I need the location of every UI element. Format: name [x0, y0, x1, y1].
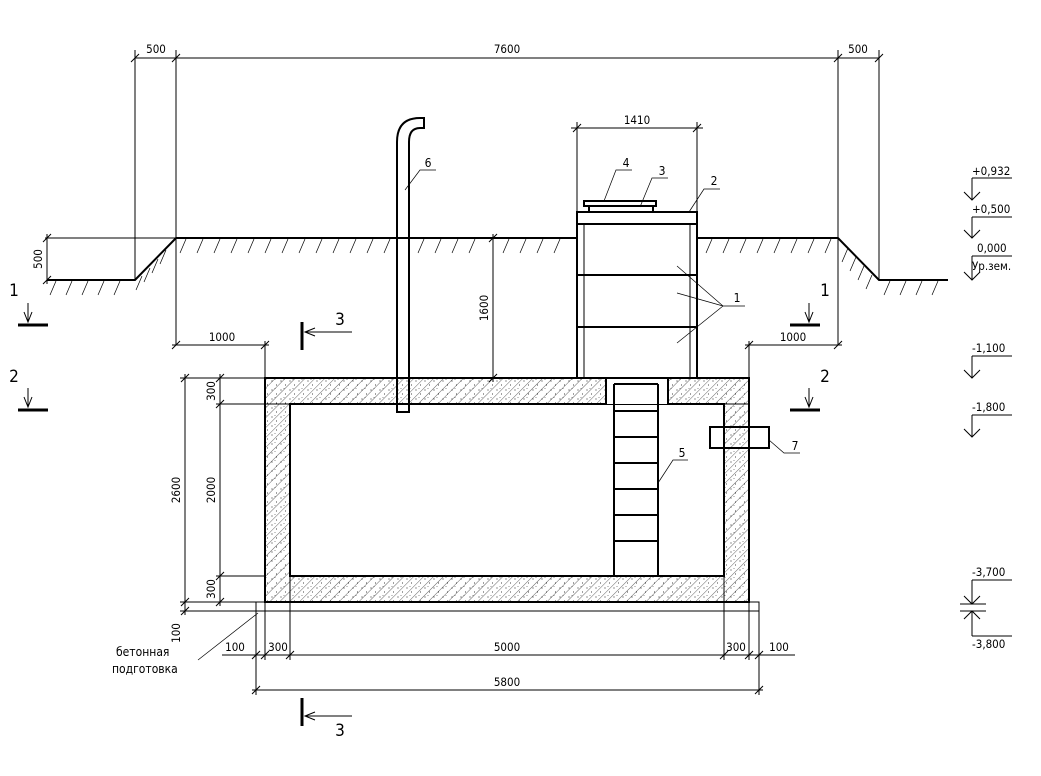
- elevation-plus-0500: +0,500: [972, 202, 1010, 216]
- section-2-left: 2: [9, 367, 19, 387]
- base-label-line1: бетонная: [116, 645, 169, 659]
- dim-inner-height: 2000: [204, 477, 218, 503]
- vent-pipe: [396, 117, 425, 413]
- ground-level-label: Ур.зем.: [972, 259, 1011, 273]
- callout-4: 4: [623, 156, 630, 170]
- dim-overall-width: 5800: [494, 675, 520, 689]
- wall-hatching: [265, 378, 749, 602]
- dim-top-left: 500: [146, 42, 166, 56]
- dim-pit-depth: 500: [31, 249, 45, 269]
- elevation-plus-0932: +0,932: [972, 164, 1010, 178]
- base-label-line2: подготовка: [112, 662, 178, 676]
- manhole-shaft: [576, 200, 698, 379]
- support-ring: [576, 211, 698, 225]
- callout-2: 2: [711, 174, 718, 188]
- section-3-top: 3: [335, 310, 345, 330]
- dim-top-total: 7600: [494, 42, 520, 56]
- callout-3: 3: [659, 164, 666, 178]
- ladder: [613, 383, 659, 576]
- dim-floor-slab: 300: [204, 579, 218, 599]
- dimension-lines: [42, 50, 884, 695]
- section-2-right: 2: [820, 367, 830, 387]
- callout-1: 1: [734, 291, 741, 305]
- elevation-minus-1800: -1,800: [972, 400, 1005, 414]
- dim-bottom-left-offset: 100: [225, 640, 245, 654]
- elevation-minus-3800: -3,800: [972, 637, 1005, 651]
- tank-inner-chamber: [289, 403, 725, 577]
- callout-6: 6: [425, 156, 432, 170]
- dim-riser-height: 1600: [477, 295, 491, 321]
- dim-base-thickness: 100: [169, 623, 183, 643]
- section-3-bottom: 3: [335, 721, 345, 741]
- dim-bottom-right-offset: 100: [769, 640, 789, 654]
- dim-inner-width: 5000: [494, 640, 520, 654]
- section-markers: [18, 303, 820, 726]
- callout-7: 7: [792, 439, 799, 453]
- concrete-base: [255, 601, 760, 612]
- dim-bottom-right-wall: 300: [726, 640, 746, 654]
- elevation-minus-3700: -3,700: [972, 565, 1005, 579]
- dim-total-height: 2600: [169, 477, 183, 503]
- dim-top-right: 500: [848, 42, 868, 56]
- callout-leaders: [404, 169, 800, 484]
- dim-offset-right: 1000: [780, 330, 806, 344]
- elevation-minus-1100: -1,100: [972, 341, 1005, 355]
- ground-line: [47, 237, 948, 296]
- dim-roof-slab: 300: [204, 381, 218, 401]
- tank-structure: [255, 377, 760, 612]
- dim-tank-width: 1410: [624, 113, 650, 127]
- dim-bottom-left-wall: 300: [268, 640, 288, 654]
- dim-offset-left: 1000: [209, 330, 235, 344]
- elevation-marks: [960, 177, 1012, 637]
- callout-5: 5: [679, 446, 686, 460]
- tank-outer-outline: [264, 377, 750, 603]
- elevation-zero: 0,000: [977, 241, 1007, 255]
- inlet-pipe: [709, 426, 770, 449]
- section-1-right: 1: [820, 281, 830, 301]
- hatch-cover: [583, 200, 657, 207]
- section-1-left: 1: [9, 281, 19, 301]
